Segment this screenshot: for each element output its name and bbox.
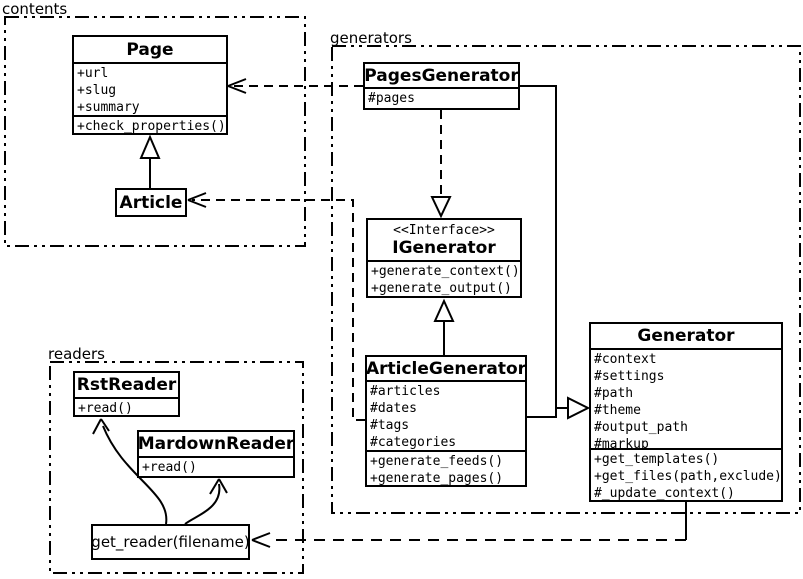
attributes-compartment: #articles #dates #tags #categories — [367, 380, 525, 450]
class-title: Article — [119, 192, 183, 213]
method: #_update_context() — [594, 486, 735, 500]
attributes-compartment: #context #settings #path #theme #output_… — [591, 348, 781, 448]
attribute: #tags — [370, 418, 410, 433]
attribute: #output_path — [594, 420, 688, 435]
class-page: Page +url +slug +summary +check_properti… — [72, 35, 228, 135]
method: +generate_feeds() — [370, 454, 504, 469]
class-title: PagesGenerator — [364, 65, 519, 86]
attribute: #pages — [368, 91, 415, 106]
methods-compartment: +generate_context() +generate_output() — [368, 260, 520, 296]
method: +get_files(path,exclude) — [594, 469, 781, 484]
method: +generate_pages() — [370, 471, 504, 485]
attribute: #dates — [370, 401, 417, 416]
package-label-contents: contents — [2, 0, 68, 18]
attribute: #categories — [370, 435, 457, 450]
methods-compartment: +get_templates() +get_files(path,exclude… — [591, 448, 781, 500]
dependency-articlegenerator-article — [192, 199, 365, 421]
class-title: MardownReader — [137, 434, 295, 454]
attribute: #path — [594, 386, 634, 401]
attributes-compartment: +url +slug +summary — [74, 62, 226, 115]
attribute: #theme — [594, 403, 641, 418]
attribute: +slug — [77, 83, 117, 98]
package-border-readers — [49, 361, 304, 574]
class-igenerator: <<Interface>> IGenerator +generate_conte… — [366, 218, 522, 298]
call-getreader-rstreader — [102, 425, 168, 525]
hollow-triangle-icon — [433, 298, 455, 322]
open-arrowhead-icon — [209, 478, 228, 495]
open-arrowhead-icon — [92, 418, 110, 435]
package-label-readers: readers — [48, 345, 105, 363]
method: +generate_output() — [371, 281, 512, 296]
attribute: #markup — [594, 437, 649, 448]
class-rst-reader: RstReader +read() — [73, 371, 180, 417]
class-article: Article — [115, 188, 187, 217]
method: +read() — [142, 460, 197, 475]
class-title: RstReader — [76, 375, 177, 395]
call-getreader-markdownreader — [184, 483, 221, 525]
open-arrowhead-icon — [187, 192, 207, 208]
class-generator: Generator #context #settings #path #them… — [589, 322, 783, 502]
generalization-pagesgenerator-generator — [520, 85, 567, 409]
method: +get_templates() — [594, 452, 720, 467]
attribute: #settings — [594, 369, 665, 384]
attribute: +summary — [77, 100, 140, 115]
methods-compartment: +generate_feeds() +generate_pages() — [367, 450, 525, 485]
class-article-generator: ArticleGenerator #articles #dates #tags … — [365, 355, 527, 487]
methods-compartment: +read() — [139, 456, 293, 476]
open-arrowhead-icon — [251, 532, 271, 548]
attribute: +url — [77, 66, 109, 81]
open-arrowhead-icon — [227, 78, 247, 94]
method: +check_properties() — [77, 119, 226, 133]
hollow-triangle-icon — [430, 196, 452, 219]
class-title: IGenerator — [392, 238, 496, 258]
class-title: Generator — [637, 326, 735, 346]
method: +generate_context() — [371, 264, 520, 279]
function-label: get_reader(filename) — [91, 533, 250, 551]
method: +read() — [78, 401, 133, 415]
hollow-triangle-icon — [139, 134, 161, 159]
methods-compartment: +read() — [75, 397, 178, 415]
function-get-reader: get_reader(filename) — [91, 524, 250, 560]
attributes-compartment: #pages — [365, 87, 518, 108]
package-label-generators: generators — [330, 29, 412, 47]
package-border-generators — [331, 45, 801, 514]
class-pages-generator: PagesGenerator #pages — [363, 62, 520, 110]
hollow-triangle-icon — [567, 396, 591, 420]
class-title: Page — [126, 39, 174, 60]
attribute: #context — [594, 352, 657, 367]
class-title-block: <<Interface>> IGenerator — [368, 220, 520, 260]
class-markdown-reader: MardownReader +read() — [137, 430, 295, 478]
class-title: ArticleGenerator — [365, 358, 527, 379]
attribute: #articles — [370, 384, 441, 399]
package-border-contents — [4, 16, 306, 247]
methods-compartment: +check_properties() — [74, 115, 226, 133]
generalization-articlegenerator-generator — [527, 409, 557, 418]
stereotype: <<Interface>> — [393, 223, 495, 238]
